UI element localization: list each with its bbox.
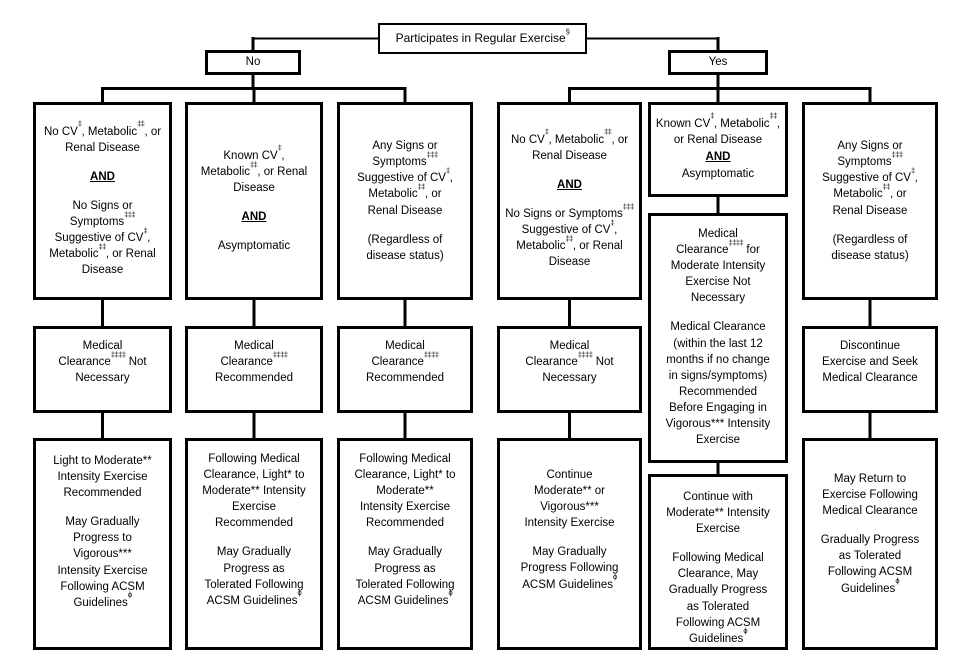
- no-col2-criteria-box: Known CV‡, Metabolic‡‡, or Renal Disease…: [185, 102, 323, 300]
- yes-col2-clearance-box: Medical Clearance‡‡‡‡ for Moderate Inten…: [648, 213, 788, 463]
- branch-no-box: No: [205, 50, 301, 75]
- box-text: AND: [557, 178, 582, 191]
- box-text: May Gradually Progress to Vigorous*** In…: [57, 516, 148, 609]
- box-text: Asymptomatic: [217, 240, 291, 253]
- box-text: AND: [705, 151, 731, 163]
- no-col3-criteria-box: Any Signs or Symptoms‡‡‡ Suggestive of C…: [337, 102, 473, 300]
- branch-yes-box: Yes: [668, 50, 768, 75]
- box-text: Medical Clearance‡‡‡‡ Recommended: [215, 340, 293, 385]
- box-text: No Signs or Symptoms‡‡‡ Suggestive of CV…: [505, 201, 634, 269]
- box-text: Asymptomatic: [681, 168, 755, 181]
- box-text: Any Signs or Symptoms‡‡‡ Suggestive of C…: [822, 140, 918, 217]
- box-text: Following Medical Clearance, May Gradual…: [668, 552, 768, 645]
- box-text: Following Medical Clearance, Light* to M…: [202, 453, 306, 530]
- no-col2-action-box: Following Medical Clearance, Light* to M…: [185, 438, 323, 650]
- box-text: AND: [241, 211, 267, 224]
- box-text: Medical Clearance (within the last 12 mo…: [665, 321, 771, 447]
- yes-col2-action-box: Continue with Moderate** Intensity Exerc…: [648, 474, 788, 650]
- root-box-participates-regular-exercise: Participates in Regular Exercise§: [378, 23, 587, 54]
- box-text: May Return to Exercise Following Medical…: [822, 473, 918, 518]
- box-text: May Gradually Progress as Tolerated Foll…: [204, 546, 304, 607]
- yes-col3-action-box: May Return to Exercise Following Medical…: [802, 438, 938, 650]
- box-text: Continue Moderate** or Vigorous*** Inten…: [524, 469, 615, 530]
- no-col2-clearance-box: Medical Clearance‡‡‡‡ Recommended: [185, 326, 323, 413]
- box-text: Discontinue Exercise and Seek Medical Cl…: [822, 340, 918, 385]
- box-text: No CV‡, Metabolic‡‡, or Renal Disease: [510, 127, 629, 162]
- box-text: May Gradually Progress as Tolerated Foll…: [355, 546, 455, 607]
- box-text: Participates in Regular Exercise§: [395, 26, 570, 46]
- box-text: Medical Clearance‡‡‡‡ for Moderate Inten…: [670, 228, 766, 305]
- box-text: (Regardless of disease status): [831, 233, 909, 262]
- box-text: Medical Clearance‡‡‡‡ Not Necessary: [58, 340, 147, 385]
- box-text: Light to Moderate** Intensity Exercise R…: [53, 455, 152, 500]
- box-text: Known CV‡, Metabolic‡‡, or Renal Disease: [200, 143, 308, 194]
- yes-col1-action-box: Continue Moderate** or Vigorous*** Inten…: [497, 438, 642, 650]
- yes-col3-criteria-box: Any Signs or Symptoms‡‡‡ Suggestive of C…: [802, 102, 938, 300]
- yes-col2-criteria-box: Known CV‡, Metabolic‡‡, or Renal Disease…: [648, 102, 788, 197]
- box-text: May Gradually Progress Following ACSM Gu…: [520, 546, 619, 591]
- no-col1-action-box: Light to Moderate** Intensity Exercise R…: [33, 438, 172, 650]
- box-text: Any Signs or Symptoms‡‡‡ Suggestive of C…: [357, 140, 453, 217]
- box-text: Following Medical Clearance, Light* to M…: [354, 453, 456, 530]
- box-text: Known CV‡, Metabolic‡‡, or Renal Disease: [655, 111, 781, 146]
- box-text: AND: [90, 170, 115, 183]
- yes-col3-clearance-box: Discontinue Exercise and Seek Medical Cl…: [802, 326, 938, 413]
- box-text: Continue with Moderate** Intensity Exerc…: [666, 491, 770, 536]
- box-text: No CV‡, Metabolic‡‡, or Renal Disease: [43, 119, 162, 154]
- no-col3-action-box: Following Medical Clearance, Light* to M…: [337, 438, 473, 650]
- box-text: No Signs or Symptoms‡‡‡ Suggestive of CV…: [49, 199, 156, 277]
- no-col3-clearance-box: Medical Clearance‡‡‡‡ Recommended: [337, 326, 473, 413]
- box-text: (Regardless of disease status): [366, 233, 444, 262]
- no-col1-clearance-box: Medical Clearance‡‡‡‡ Not Necessary: [33, 326, 172, 413]
- box-text: Medical Clearance‡‡‡‡ Recommended: [366, 340, 444, 385]
- yes-col1-clearance-box: Medical Clearance‡‡‡‡ Not Necessary: [497, 326, 642, 413]
- box-text: Gradually Progress as Tolerated Followin…: [820, 534, 920, 595]
- box-text: Medical Clearance‡‡‡‡ Not Necessary: [525, 340, 614, 385]
